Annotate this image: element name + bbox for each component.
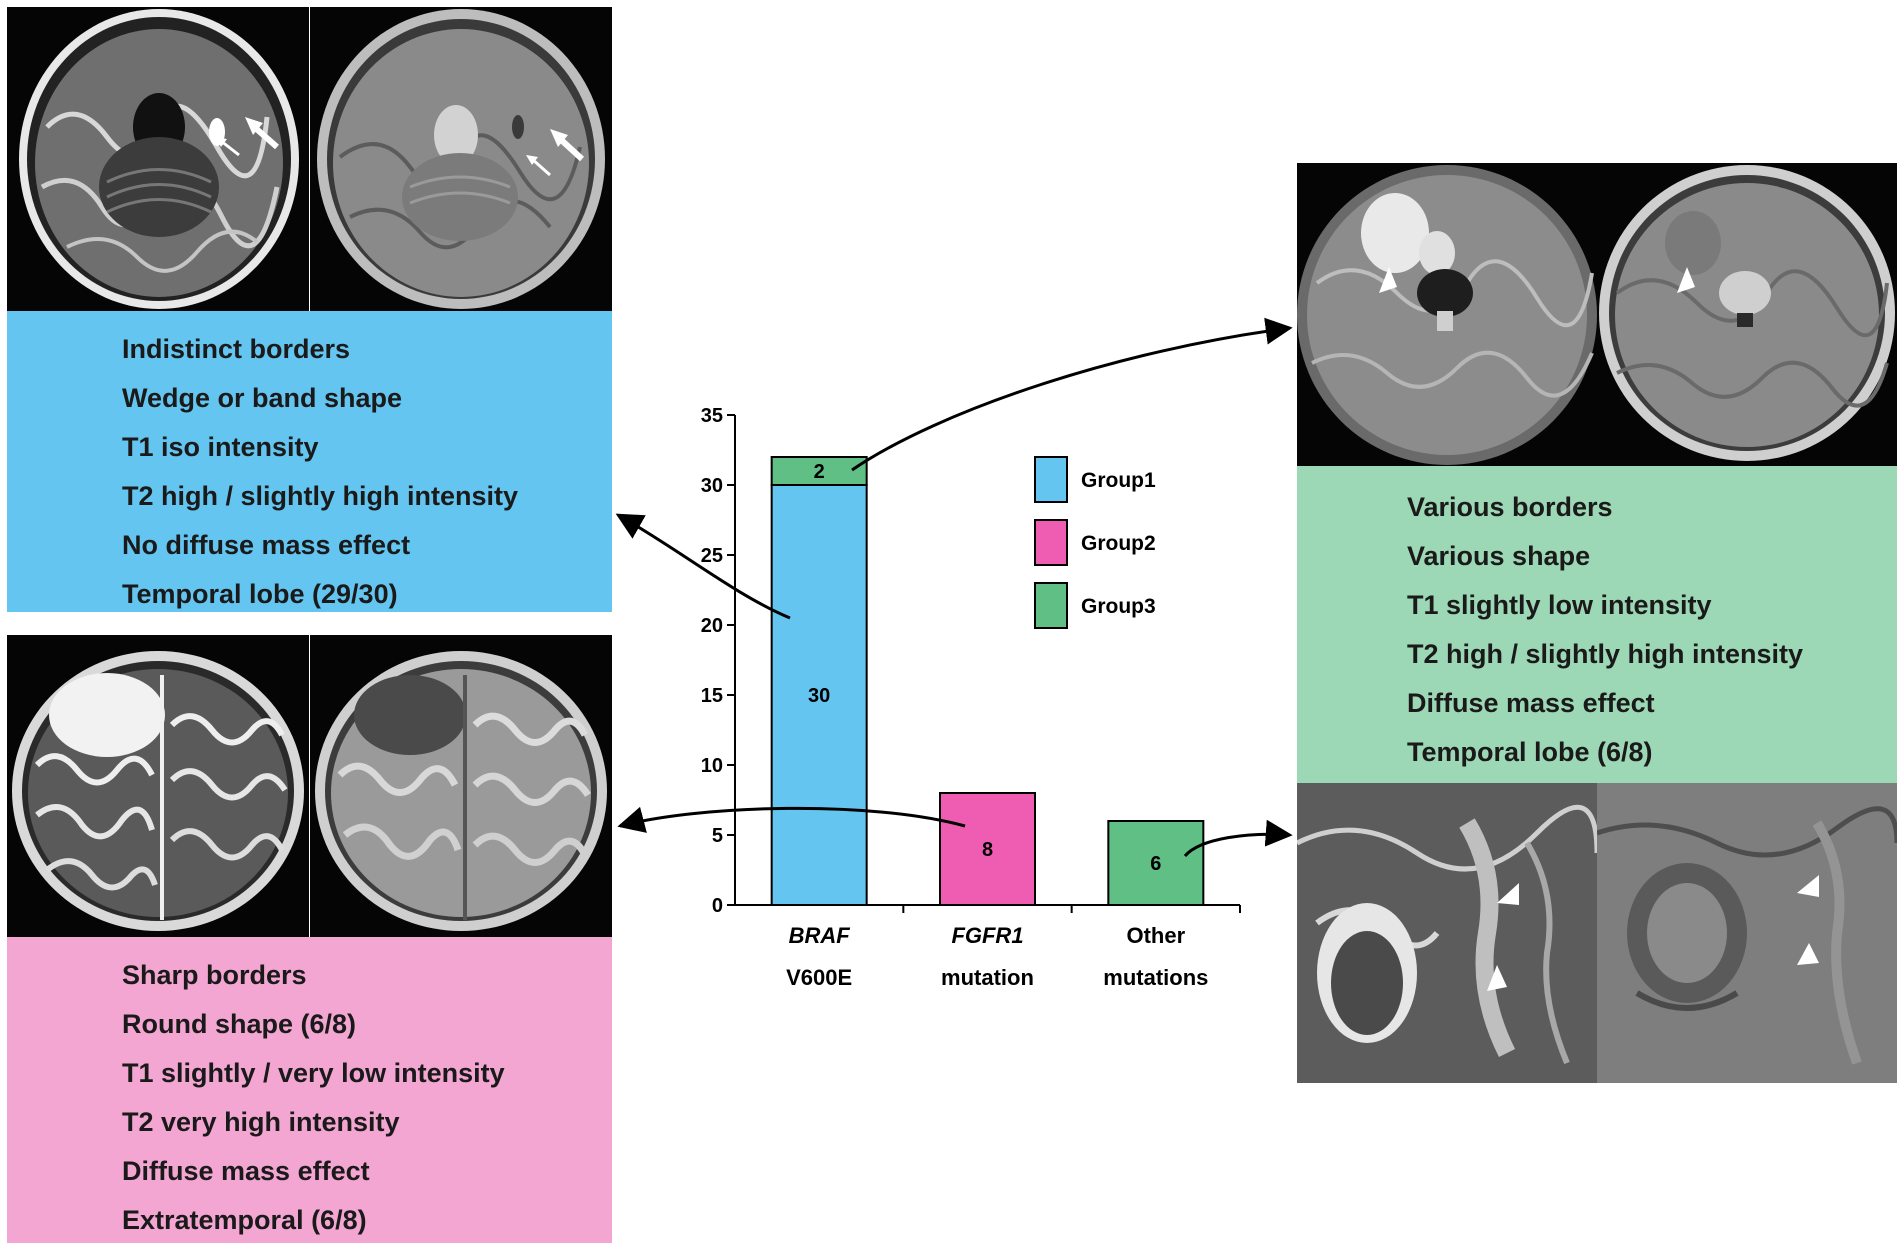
feature-item: Diffuse mass effect — [122, 1156, 370, 1186]
mri-group3-bottom-t1 — [1597, 783, 1897, 1083]
feature-item: Temporal lobe (6/8) — [1407, 737, 1653, 767]
group1-feature-panel: Indistinct borders Wedge or band shape T… — [7, 311, 612, 612]
y-tick-label: 0 — [712, 895, 723, 917]
feature-item: Round shape (6/8) — [122, 1009, 357, 1039]
mri-group2-t2 — [7, 635, 309, 937]
feature-item: Various shape — [1407, 541, 1591, 571]
feature-item: No diffuse mass effect — [122, 530, 411, 560]
feature-item: Indistinct borders — [122, 334, 351, 364]
group3-feature-panel: Various borders Various shape T1 slightl… — [1297, 466, 1897, 783]
y-tick-label: 10 — [701, 755, 723, 777]
y-tick-label: 30 — [701, 475, 723, 497]
feature-item: Diffuse mass effect — [1407, 688, 1655, 718]
bar-value-label: 2 — [814, 461, 825, 483]
mri-group2-t1 — [310, 635, 612, 937]
feature-item: Temporal lobe (29/30) — [122, 579, 398, 609]
y-tick-label: 25 — [701, 545, 723, 567]
y-tick-label: 20 — [701, 615, 723, 637]
y-tick-label: 5 — [712, 825, 723, 847]
bar-value-label: 8 — [982, 839, 993, 861]
mri-group1-t2 — [7, 7, 309, 311]
category-label: Other — [1126, 923, 1185, 948]
legend-swatch — [1034, 582, 1068, 629]
category-label: FGFR1 — [951, 923, 1023, 948]
mri-group1-t1 — [310, 7, 612, 311]
legend-swatch — [1034, 519, 1068, 566]
mri-group3-top-t1 — [1597, 163, 1897, 466]
feature-item: T1 iso intensity — [122, 432, 319, 462]
feature-item: T1 slightly / very low intensity — [122, 1058, 505, 1088]
feature-item: Extratemporal (6/8) — [122, 1205, 367, 1235]
feature-item: T2 high / slightly high intensity — [122, 481, 519, 511]
category-label: mutations — [1103, 965, 1208, 990]
y-tick-label: 35 — [701, 405, 723, 427]
y-tick-label: 15 — [701, 685, 723, 707]
category-label: V600E — [786, 965, 852, 990]
legend-swatch — [1034, 456, 1068, 503]
feature-item: T1 slightly low intensity — [1407, 590, 1712, 620]
bar-value-label: 6 — [1150, 853, 1161, 875]
category-label: mutation — [941, 965, 1034, 990]
feature-item: T2 high / slightly high intensity — [1407, 639, 1804, 669]
bar-value-label: 30 — [808, 685, 830, 707]
legend-label: Group1 — [1081, 469, 1156, 492]
feature-item: Various borders — [1407, 492, 1613, 522]
feature-item: Sharp borders — [122, 960, 307, 990]
mri-group3-top-t2 — [1297, 163, 1597, 466]
legend-label: Group3 — [1081, 595, 1156, 618]
legend-label: Group2 — [1081, 532, 1156, 555]
group2-feature-panel: Sharp borders Round shape (6/8) T1 sligh… — [7, 937, 612, 1243]
category-label: BRAF — [789, 923, 851, 948]
feature-item: Wedge or band shape — [122, 383, 403, 413]
feature-item: T2 very high intensity — [122, 1107, 400, 1137]
mri-group3-bottom-t2 — [1297, 783, 1597, 1083]
